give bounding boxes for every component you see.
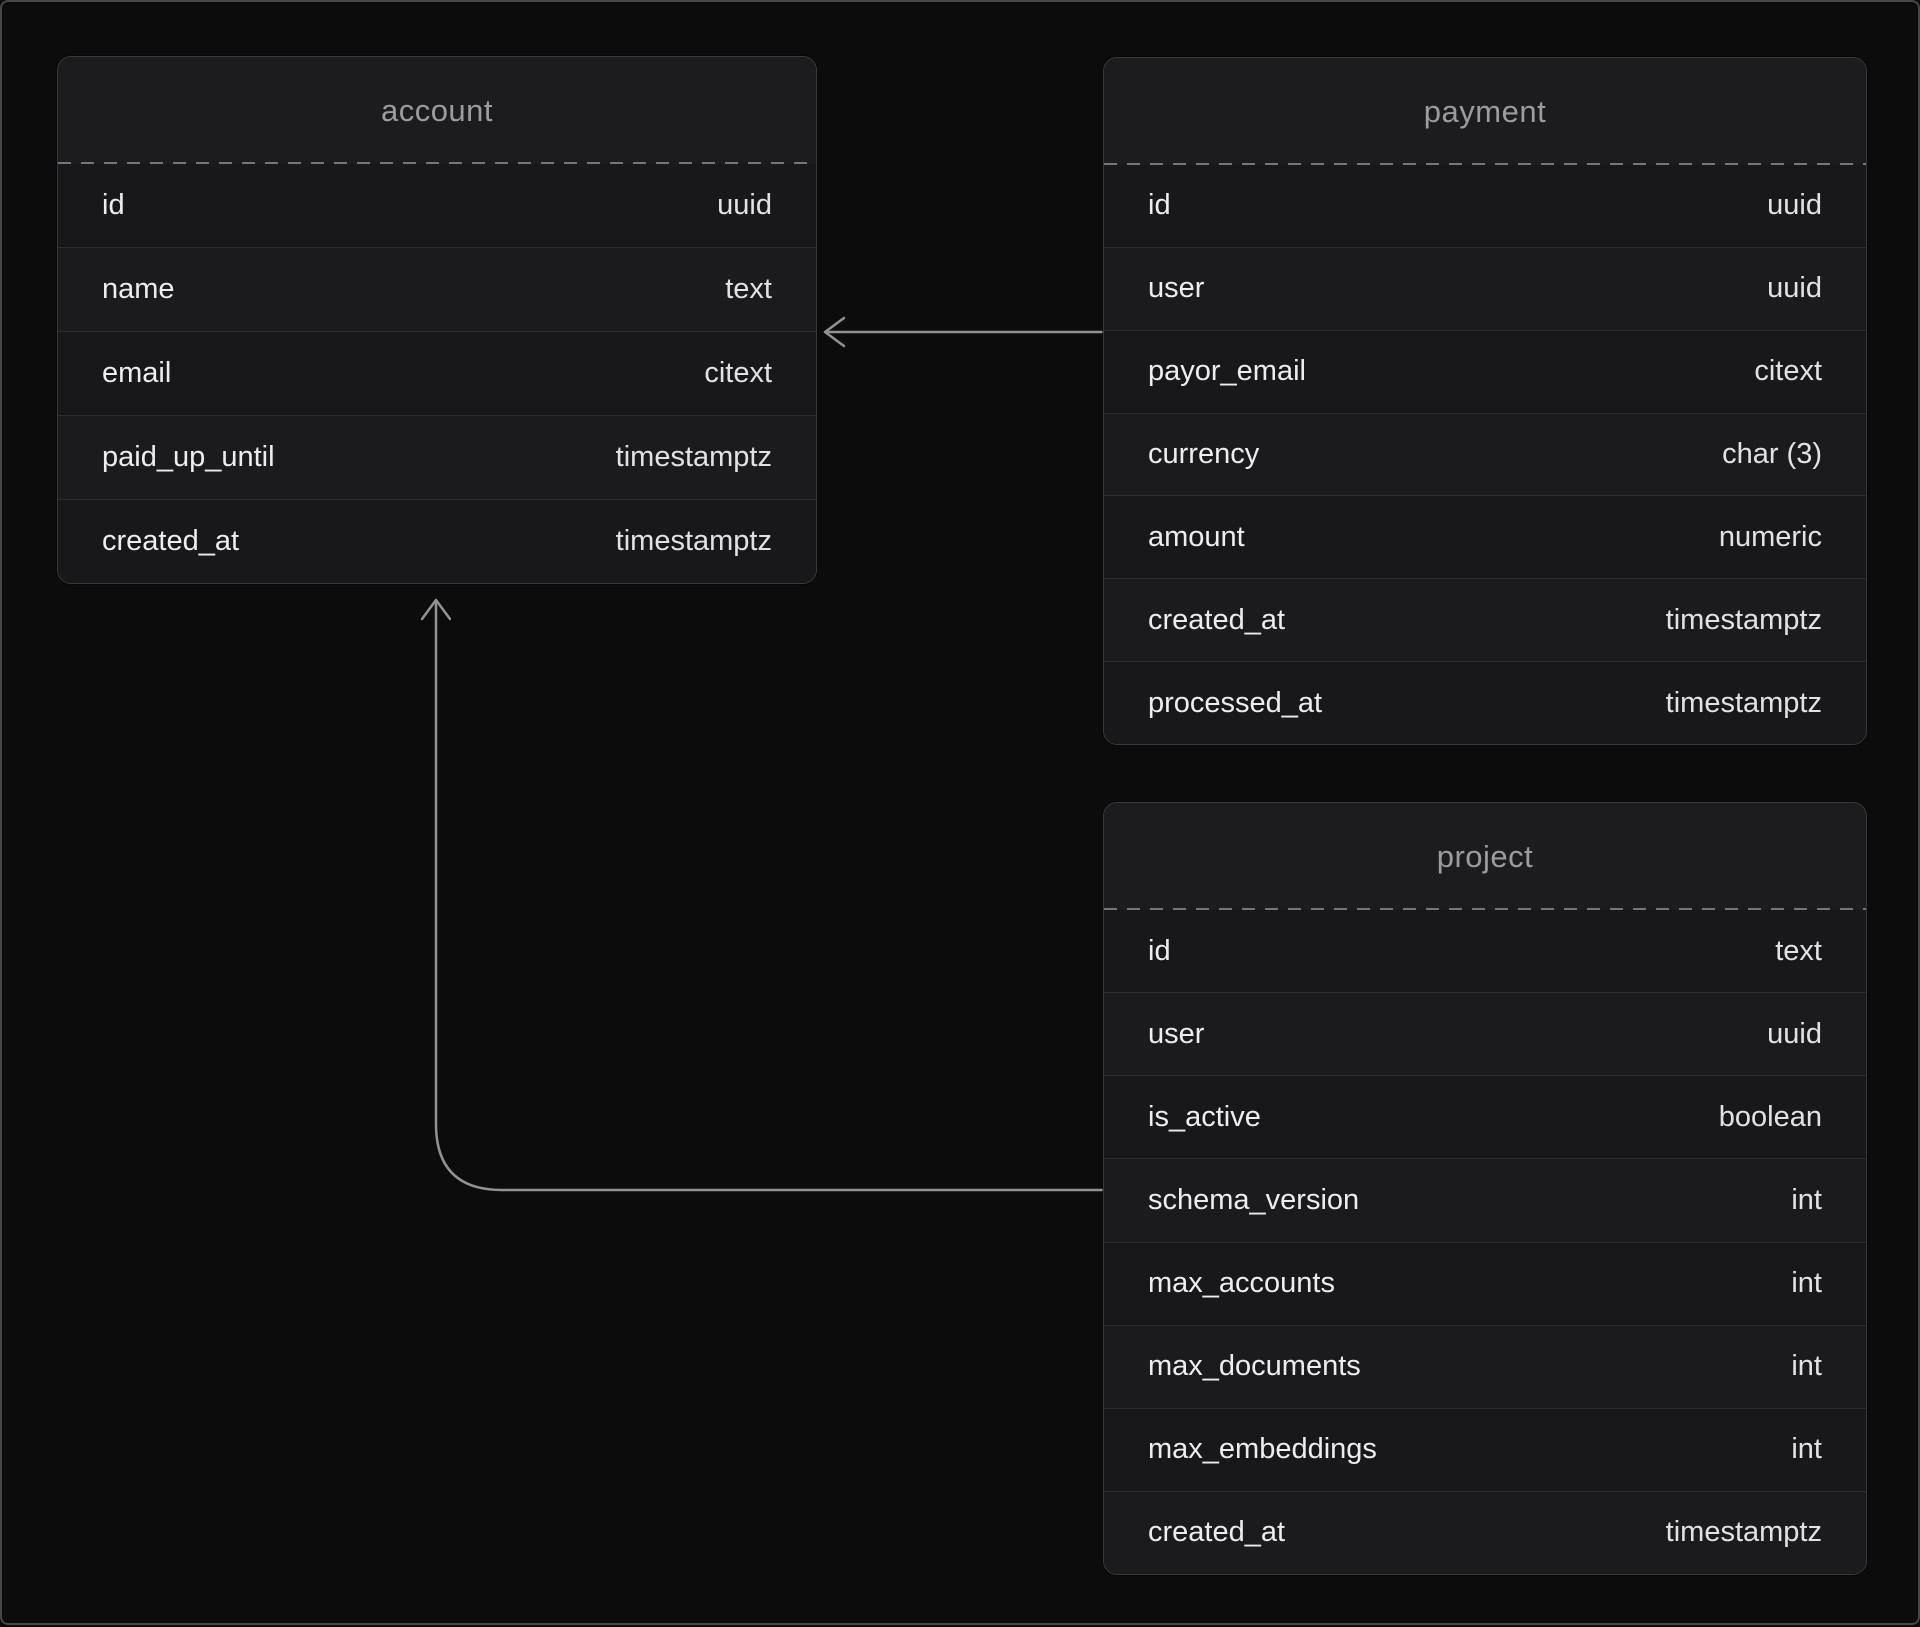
column-type: int [1791, 1267, 1822, 1300]
table-row: id uuid [1104, 165, 1866, 247]
table-title-account: account [58, 57, 816, 164]
table-title-project: project [1104, 803, 1866, 910]
column-name: email [102, 357, 172, 389]
column-name: id [1148, 934, 1171, 967]
column-type: timestamptz [1665, 686, 1822, 719]
column-name: paid_up_until [102, 441, 275, 473]
table-row: created_at timestamptz [58, 499, 816, 583]
column-name: id [1148, 189, 1171, 222]
column-name: max_documents [1148, 1350, 1361, 1383]
relationship-arrow-payment-account [823, 316, 1105, 348]
column-type: timestamptz [1665, 1516, 1822, 1549]
table-columns-project: id text user uuid is_active boolean sche… [1104, 910, 1866, 1574]
table-row: max_accounts int [1104, 1241, 1866, 1325]
table-row: created_at timestamptz [1104, 578, 1866, 662]
column-name: is_active [1148, 1100, 1261, 1133]
column-name: created_at [102, 525, 240, 557]
table-row: max_documents int [1104, 1324, 1866, 1408]
column-name: max_accounts [1148, 1267, 1335, 1300]
table-row: currency char (3) [1104, 412, 1866, 496]
table-row: email citext [58, 331, 816, 415]
column-name: user [1148, 272, 1205, 305]
table-row: payor_email citext [1104, 329, 1866, 413]
column-name: processed_at [1148, 686, 1323, 719]
column-name: created_at [1148, 603, 1286, 636]
column-name: id [102, 189, 125, 221]
column-name: schema_version [1148, 1183, 1360, 1216]
table-row: max_embeddings int [1104, 1407, 1866, 1491]
table-title-payment: payment [1104, 58, 1866, 165]
column-name: amount [1148, 520, 1245, 553]
column-name: payor_email [1148, 355, 1306, 388]
column-type: timestamptz [615, 441, 772, 473]
table-columns-payment: id uuid user uuid payor_email citext cur… [1104, 165, 1866, 744]
column-name: currency [1148, 438, 1260, 470]
table-row: id uuid [58, 164, 816, 247]
column-type: citext [704, 357, 772, 389]
column-type: uuid [717, 189, 772, 221]
column-name: created_at [1148, 1516, 1286, 1549]
column-type: text [725, 273, 772, 305]
column-type: uuid [1767, 272, 1822, 305]
table-row: processed_at timestamptz [1104, 661, 1866, 744]
column-name: user [1148, 1017, 1205, 1050]
table-node-project[interactable]: project id text user uuid is_active bool… [1103, 802, 1867, 1575]
relationship-arrow-project-account [420, 598, 1105, 1192]
column-type: int [1791, 1433, 1822, 1466]
column-name: name [102, 273, 175, 305]
column-type: text [1775, 934, 1822, 967]
table-row: schema_version int [1104, 1158, 1866, 1242]
column-type: uuid [1767, 189, 1822, 222]
column-type: numeric [1718, 520, 1822, 553]
table-row: name text [58, 247, 816, 331]
column-type: int [1791, 1350, 1822, 1383]
arrowhead-up-icon [420, 598, 452, 621]
table-row: is_active boolean [1104, 1075, 1866, 1159]
column-name: max_embeddings [1148, 1433, 1377, 1466]
column-type: uuid [1767, 1017, 1822, 1050]
table-node-payment[interactable]: payment id uuid user uuid payor_email ci… [1103, 57, 1867, 745]
column-type: boolean [1718, 1100, 1822, 1133]
table-row: paid_up_until timestamptz [58, 415, 816, 499]
table-row: id text [1104, 910, 1866, 993]
column-type: timestamptz [1665, 603, 1822, 636]
column-type: citext [1754, 355, 1822, 388]
column-type: char (3) [1722, 438, 1822, 470]
table-columns-account: id uuid name text email citext paid_up_u… [58, 164, 816, 583]
table-row: user uuid [1104, 992, 1866, 1076]
table-row: user uuid [1104, 246, 1866, 330]
table-node-account[interactable]: account id uuid name text email citext [57, 56, 817, 584]
arrowhead-left-icon [823, 316, 846, 348]
column-type: timestamptz [615, 525, 772, 557]
table-row: created_at timestamptz [1104, 1490, 1866, 1574]
column-type: int [1791, 1183, 1822, 1216]
table-row: amount numeric [1104, 495, 1866, 579]
